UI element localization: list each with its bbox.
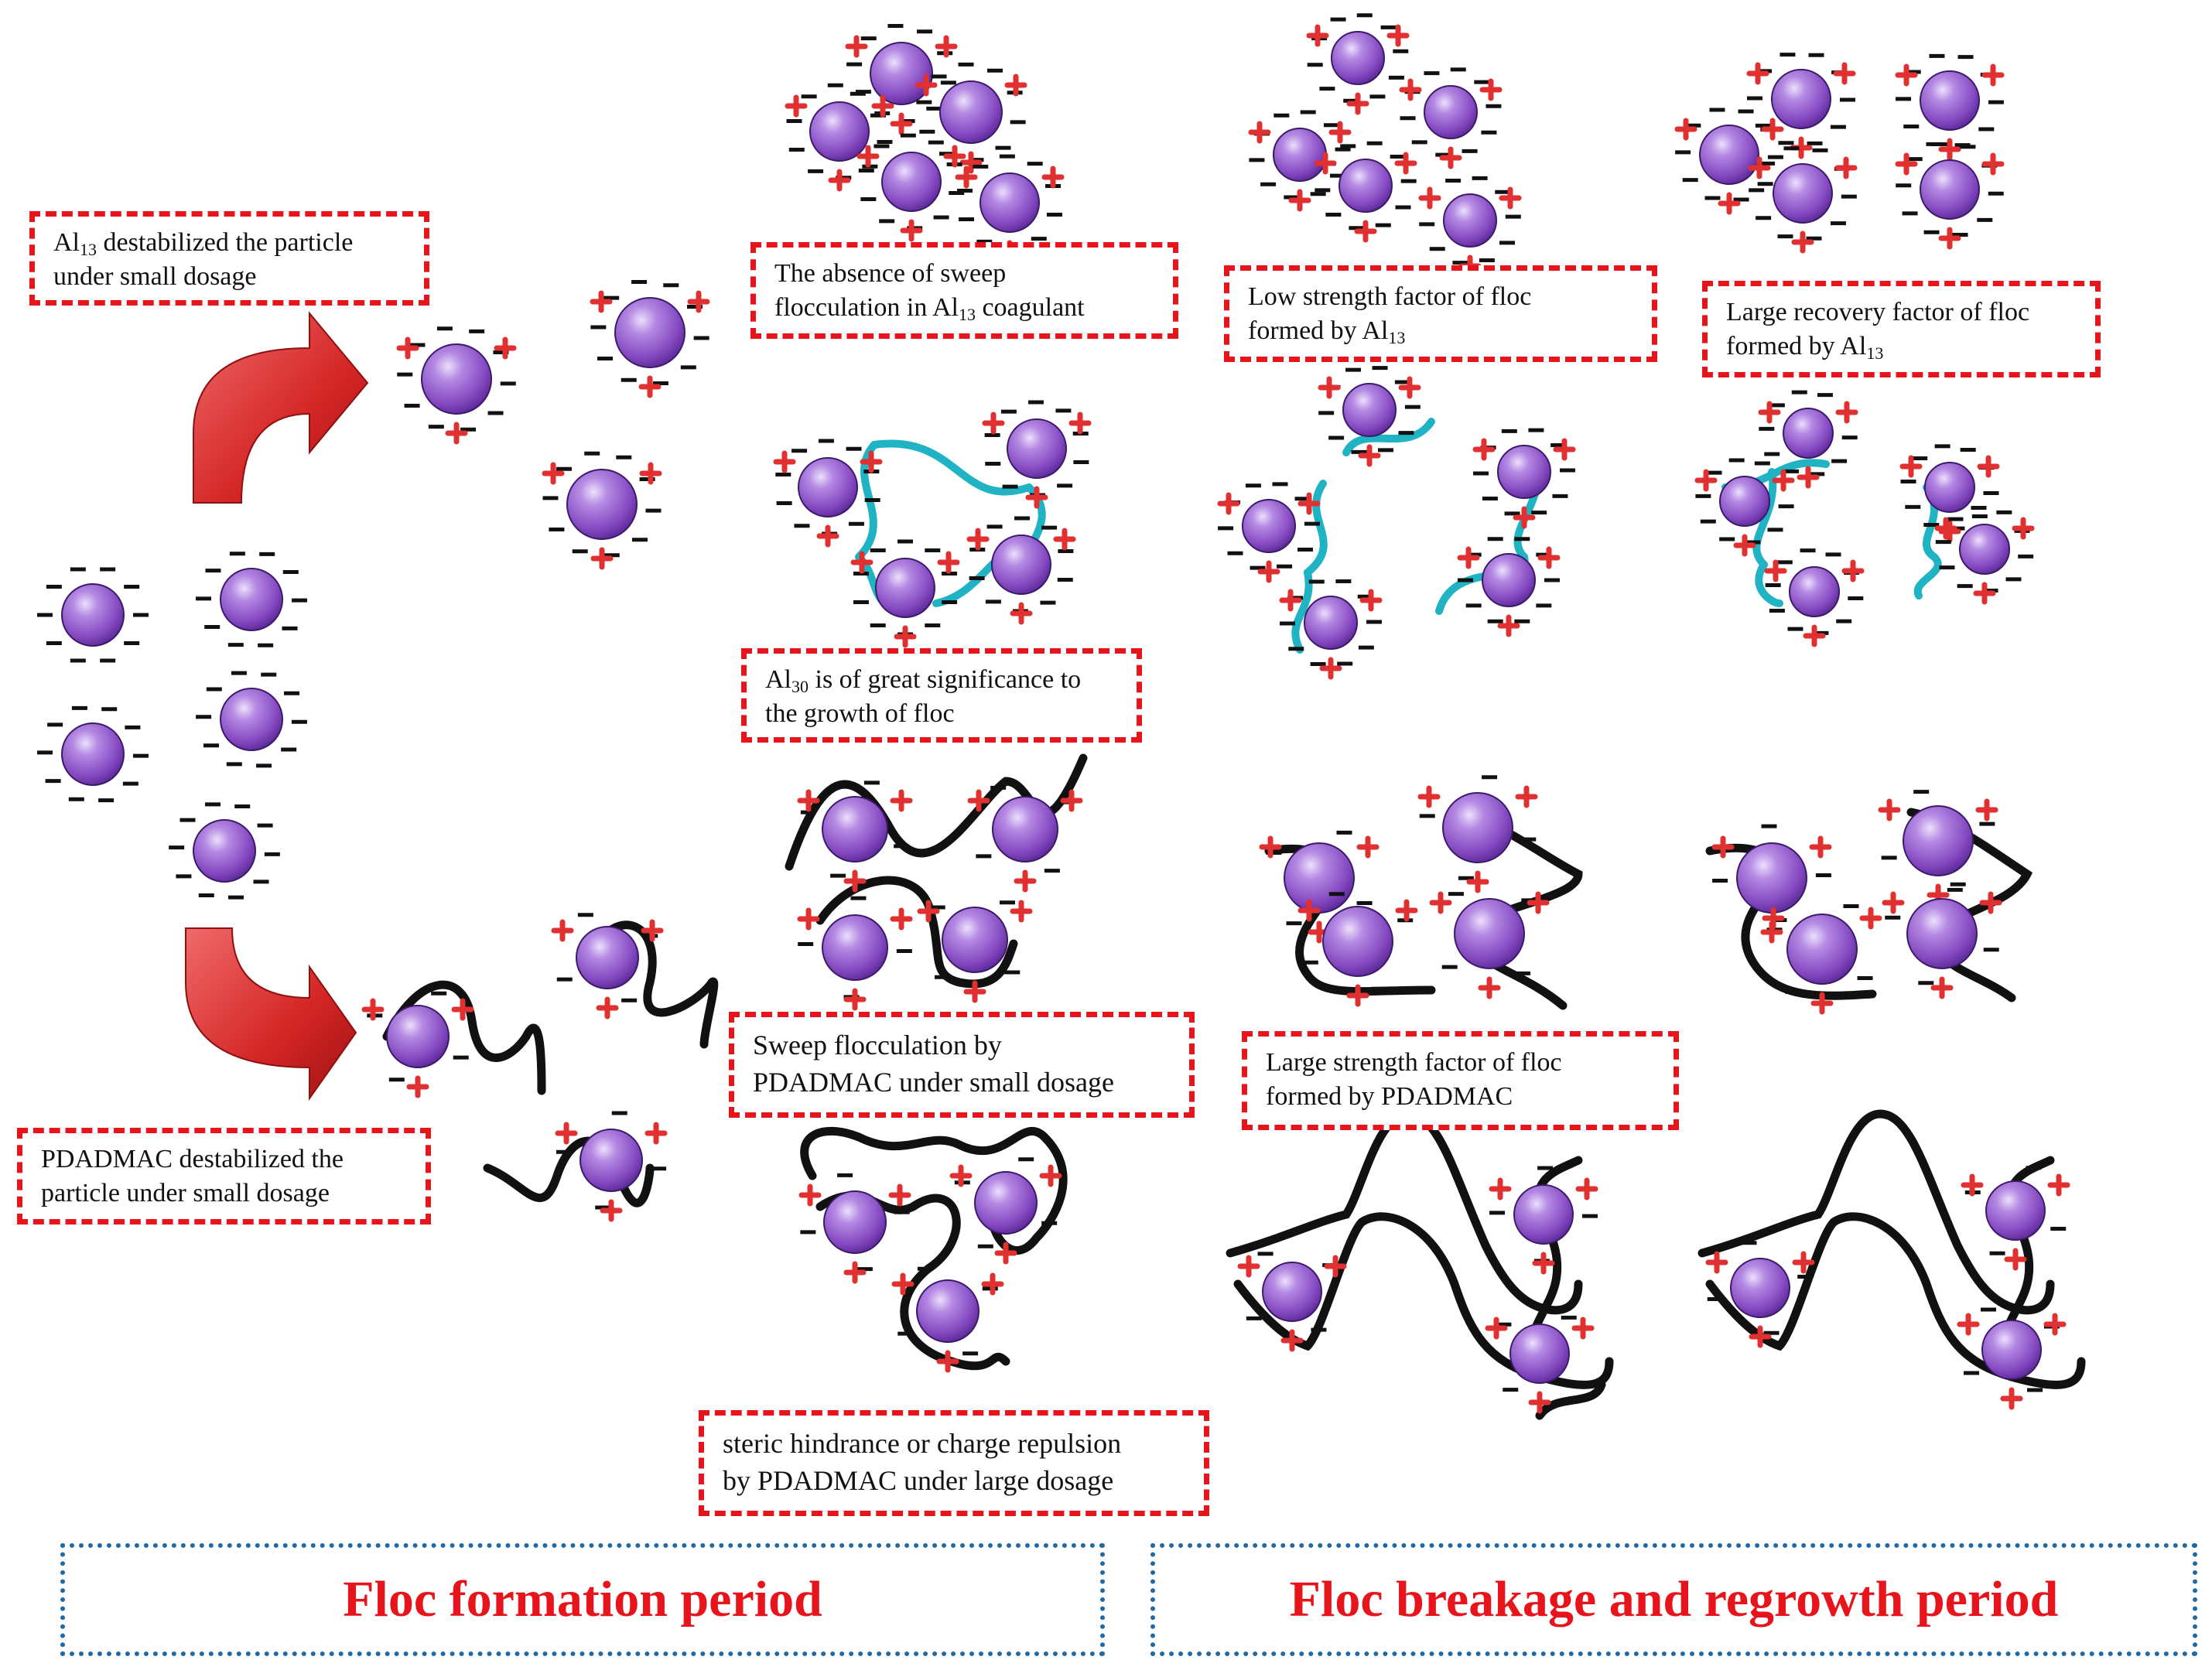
particle — [845, 23, 958, 135]
label-steric-hindrance: steric hindrance or charge repulsion by … — [699, 1410, 1209, 1516]
particle — [196, 671, 307, 768]
particle — [1762, 903, 1882, 1015]
particle — [37, 705, 149, 803]
floc-formation-title: Floc formation period — [343, 1571, 822, 1627]
particle — [1764, 548, 1865, 647]
particle — [785, 83, 894, 192]
label-low-strength: Low strength factor of floc formed by Al… — [1224, 265, 1657, 362]
floc-breakage-regrowth-period: Floc breakage and regrowth period — [1150, 1543, 2197, 1656]
particle — [798, 1173, 911, 1284]
particle — [1957, 1307, 2067, 1410]
label-al30-significance: Al30 is of great significance to the gro… — [741, 648, 1142, 743]
particle — [1399, 67, 1503, 169]
particle — [1306, 13, 1410, 115]
particle — [1694, 458, 1795, 557]
particle — [169, 802, 280, 900]
particle — [1472, 428, 1576, 529]
particle — [555, 1111, 668, 1222]
particle — [1297, 892, 1418, 1007]
particle — [1248, 110, 1352, 212]
particle — [1882, 882, 2002, 999]
particle — [917, 900, 1033, 1003]
particle — [542, 451, 662, 570]
particle — [1758, 390, 1858, 489]
particle — [850, 539, 960, 648]
particle — [396, 326, 517, 445]
particle — [797, 896, 913, 1011]
floc-formation-period: Floc formation period — [60, 1543, 1105, 1656]
particle — [967, 785, 1083, 893]
particle — [949, 1157, 1062, 1265]
particle — [37, 567, 149, 663]
particle — [1457, 537, 1561, 637]
particle — [1237, 1252, 1347, 1352]
particle — [1485, 1315, 1595, 1414]
particle — [1318, 366, 1421, 467]
particle — [1748, 146, 1858, 254]
particle — [797, 780, 913, 893]
arrow-up-al13 — [193, 311, 369, 504]
particle — [551, 913, 664, 1020]
particle — [361, 991, 474, 1098]
particle — [1418, 176, 1522, 278]
particle — [1489, 1166, 1598, 1275]
particle — [1705, 1241, 1815, 1348]
particle — [1217, 482, 1321, 583]
particle — [1895, 142, 2005, 250]
particle — [1429, 891, 1550, 999]
label-al13-destabilized: Al13 destabilized the particle under sma… — [29, 211, 429, 306]
particle — [856, 133, 966, 242]
label-pdadmac-destabilized: PDADMAC destabilized the particle under … — [17, 1128, 431, 1224]
particle — [1314, 141, 1417, 243]
particle — [196, 552, 307, 647]
particle — [1674, 108, 1784, 215]
particle — [915, 62, 1027, 174]
particle — [1746, 53, 1856, 159]
arrow-down-pdadmac — [185, 927, 357, 1101]
particle — [1961, 1166, 2070, 1271]
floc-breakage-title: Floc breakage and regrowth period — [1289, 1571, 2059, 1627]
particle — [1417, 775, 1538, 893]
pdadmac-chains — [382, 753, 2086, 1420]
particle — [966, 516, 1076, 625]
particle — [982, 400, 1092, 509]
particle — [1934, 506, 2035, 605]
particle — [891, 1266, 1004, 1373]
label-sweep-pdadmac: Sweep flocculation by PDADMAC under smal… — [729, 1012, 1195, 1118]
particle — [1279, 579, 1383, 680]
particle-layer — [37, 13, 2070, 1414]
label-large-recovery: Large recovery factor of floc formed by … — [1702, 281, 2101, 377]
particle — [1878, 790, 1998, 907]
label-large-strength: Large strength factor of floc formed by … — [1242, 1031, 1679, 1130]
particle — [590, 279, 710, 398]
particle — [955, 154, 1065, 263]
particle — [773, 439, 883, 548]
label-absence-sweep: The absence of sweep flocculation in Al1… — [750, 242, 1178, 339]
particle — [1895, 53, 2005, 161]
particle — [1711, 824, 1832, 944]
